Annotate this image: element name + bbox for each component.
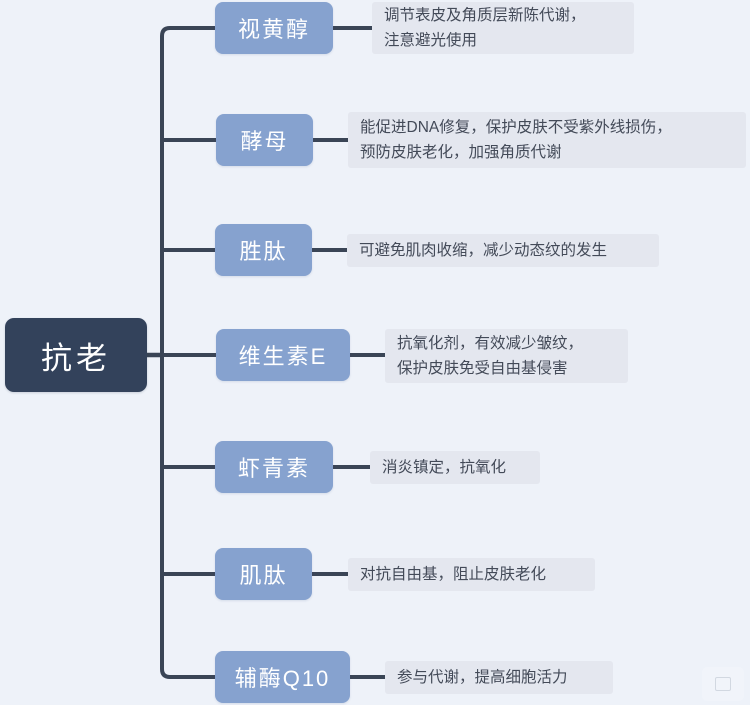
branch-node-jiaomu[interactable]: 酵母 (216, 114, 313, 166)
branch-node-jitai[interactable]: 肌肽 (215, 548, 312, 600)
desc-box-shihuangchun: 调节表皮及角质层新陈代谢， 注意避光使用 (372, 2, 634, 54)
desc-box-jiaomu: 能促进DNA修复，保护皮肤不受紫外线损伤， 预防皮肤老化，加强角质代谢 (348, 112, 746, 168)
desc-line: 能促进DNA修复，保护皮肤不受紫外线损伤， (360, 119, 672, 136)
desc-box-xiaqingsu: 消炎镇定，抗氧化 (370, 451, 540, 484)
desc-box-shengtai: 可避免肌肉收缩，减少动态纹的发生 (347, 234, 659, 267)
watermark-icon (702, 667, 744, 701)
desc-line: 抗氧化剂，有效减少皱纹， (397, 335, 584, 352)
branch-node-fumei-q10[interactable]: 辅酶Q10 (215, 651, 350, 703)
branch-node-shengtai[interactable]: 胜肽 (215, 224, 312, 276)
desc-line: 注意避光使用 (384, 32, 478, 49)
connector-elbow-1 (160, 26, 215, 37)
desc-line: 可避免肌肉收缩，减少动态纹的发生 (359, 242, 608, 259)
branch-node-label: 虾青素 (237, 456, 310, 481)
desc-line: 参与代谢，提高细胞活力 (397, 669, 568, 686)
connector-elbow-7 (160, 668, 215, 679)
branch-node-label: 酵母 (240, 129, 289, 154)
desc-line: 调节表皮及角质层新陈代谢， (384, 7, 586, 24)
root-node-label: 抗老 (41, 340, 111, 376)
desc-line: 对抗自由基，阻止皮肤老化 (360, 566, 547, 583)
desc-line: 消炎镇定，抗氧化 (382, 459, 507, 476)
branch-node-label: 肌肽 (239, 563, 288, 588)
desc-box-fumei-q10: 参与代谢，提高细胞活力 (385, 661, 613, 694)
branch-node-label: 胜肽 (239, 239, 288, 264)
branch-node-label: 辅酶Q10 (234, 666, 331, 691)
desc-line: 保护皮肤免受自由基侵害 (397, 360, 568, 377)
root-node-kanglao[interactable]: 抗老 (5, 318, 147, 392)
branch-node-shihuangchun[interactable]: 视黄醇 (215, 2, 333, 54)
desc-box-weishengsu-e: 抗氧化剂，有效减少皱纹， 保护皮肤免受自由基侵害 (385, 329, 628, 383)
branch-node-label: 维生素E (238, 344, 328, 369)
branch-node-xiaqingsu[interactable]: 虾青素 (215, 441, 333, 493)
desc-box-jitai: 对抗自由基，阻止皮肤老化 (348, 558, 595, 591)
branch-node-weishengsu-e[interactable]: 维生素E (216, 329, 350, 381)
desc-line: 预防皮肤老化，加强角质代谢 (360, 144, 562, 161)
branch-node-label: 视黄醇 (237, 17, 310, 42)
